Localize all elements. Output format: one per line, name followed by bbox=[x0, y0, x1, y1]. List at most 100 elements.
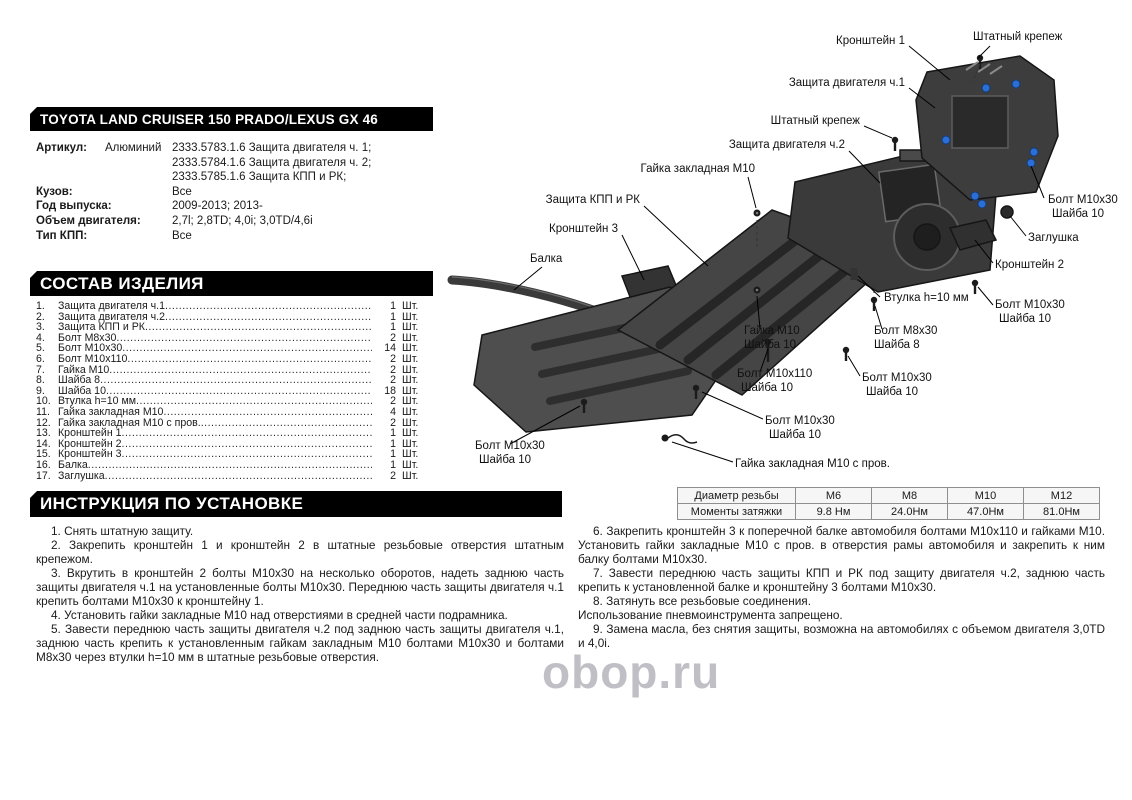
instruction-note: Использование пневмоинструмента запрещен… bbox=[578, 608, 843, 622]
instruction-step: 6. Закрепить кронштейн 3 к поперечной ба… bbox=[578, 524, 1105, 566]
list-item: 10. Втулка h=10 мм 2 Шт. bbox=[36, 396, 432, 407]
instructions-title: ИНСТРУКЦИЯ ПО УСТАНОВКЕ bbox=[40, 494, 304, 513]
dashed-axes bbox=[756, 63, 981, 296]
item-name: Кронштейн 2 bbox=[58, 437, 122, 450]
composition-list: 1. Защита двигателя ч.1 1 Шт. 2. Защита … bbox=[36, 301, 432, 481]
bolt-glyph bbox=[580, 398, 588, 413]
label-bolt-m8x30: Болт М8х30 bbox=[874, 325, 937, 337]
item-unit: Шт. bbox=[402, 416, 419, 429]
body-value: Все bbox=[172, 185, 192, 198]
item-qty: 2 bbox=[390, 352, 396, 365]
label-oem-fastener: Штатный крепеж bbox=[973, 31, 1063, 43]
dotted-leader bbox=[109, 365, 372, 376]
weld-nut-glyph bbox=[753, 209, 761, 217]
articul-label: Артикул: bbox=[36, 142, 88, 154]
item-name: Кронштейн 3 bbox=[58, 448, 122, 461]
label-washer8: Шайба 8 bbox=[874, 339, 920, 351]
torque-header-cell: М12 bbox=[1023, 487, 1100, 504]
item-qty: 2 bbox=[390, 374, 396, 387]
item-number: 8. bbox=[36, 374, 45, 387]
item-unit: Шт. bbox=[402, 363, 419, 376]
instruction-step: 4. Установить гайки закладные М10 над от… bbox=[51, 608, 508, 622]
engine-label: Объем двигателя: bbox=[36, 214, 141, 227]
bolt-glyph bbox=[971, 279, 979, 294]
list-item: 14. Кронштейн 2 1 Шт. bbox=[36, 439, 432, 450]
item-unit: Шт. bbox=[402, 352, 419, 365]
list-item: 15. Кронштейн 3 1 Шт. bbox=[36, 449, 432, 460]
item-number: 7. bbox=[36, 363, 45, 376]
label-washer10: Шайба 10 bbox=[999, 313, 1051, 325]
item-name: Болт М10х110 bbox=[58, 352, 128, 365]
plug-part bbox=[1000, 205, 1014, 219]
dotted-leader bbox=[116, 333, 372, 344]
item-unit: Шт. bbox=[402, 342, 419, 355]
composition-title: СОСТАВ ИЗДЕЛИЯ bbox=[40, 273, 204, 293]
item-name: Балка bbox=[58, 458, 88, 471]
item-number: 11. bbox=[36, 405, 50, 418]
item-name: Заглушка bbox=[58, 469, 105, 482]
instructions-left-column: 1. Снять штатную защиту. 2. Закрепить кр… bbox=[36, 524, 564, 664]
item-unit: Шт. bbox=[402, 395, 419, 408]
item-name: Защита КПП и РК bbox=[58, 321, 145, 334]
item-qty: 2 bbox=[390, 469, 396, 482]
item-name: Шайба 10 bbox=[58, 384, 106, 397]
item-unit: Шт. bbox=[402, 458, 419, 471]
list-item: 5. Болт М10х30 14 Шт. bbox=[36, 343, 432, 354]
item-unit: Шт. bbox=[402, 469, 419, 482]
label-washer10: Шайба 10 bbox=[741, 382, 793, 394]
dotted-leader bbox=[165, 301, 372, 312]
list-item: 4. Болт М8х30 2 Шт. bbox=[36, 333, 432, 344]
item-qty: 2 bbox=[390, 395, 396, 408]
bracket2-part bbox=[948, 219, 998, 251]
item-number: 2. bbox=[36, 310, 45, 323]
gearbox-value: Все bbox=[172, 229, 192, 242]
bushing-glyph bbox=[850, 268, 858, 280]
item-name: Болт М8х30 bbox=[58, 331, 117, 344]
dotted-leader bbox=[201, 418, 372, 429]
item-name: Болт М10х30 bbox=[58, 342, 123, 355]
label-engine-guard1: Защита двигателя ч.1 bbox=[789, 77, 905, 89]
item-unit: Шт. bbox=[402, 300, 419, 312]
item-qty: 18 bbox=[384, 384, 396, 397]
instruction-step: 7. Завести переднюю часть защиты КПП и Р… bbox=[578, 566, 1105, 594]
dotted-leader bbox=[106, 386, 372, 397]
nut-glyph bbox=[753, 286, 761, 294]
label-bracket3: Кронштейн 3 bbox=[549, 223, 618, 235]
list-item: 13. Кронштейн 1 1 Шт. bbox=[36, 428, 432, 439]
dotted-leader bbox=[100, 375, 372, 386]
label-beam: Балка bbox=[530, 253, 563, 265]
item-unit: Шт. bbox=[402, 437, 419, 450]
label-washer10: Шайба 10 bbox=[769, 429, 821, 441]
table-row: Диаметр резьбы М6 М8 М10 М12 bbox=[677, 487, 1100, 504]
list-item: 11. Гайка закладная М10 4 Шт. bbox=[36, 407, 432, 418]
item-name: Кронштейн 1 bbox=[58, 427, 122, 440]
list-item: 3. Защита КПП и РК 1 Шт. bbox=[36, 322, 432, 333]
torque-value-cell: 9.8 Нм bbox=[795, 503, 872, 520]
item-number: 9. bbox=[36, 384, 45, 397]
list-item: 9. Шайба 10 18 Шт. bbox=[36, 386, 432, 397]
item-unit: Шт. bbox=[402, 331, 419, 344]
item-qty: 1 bbox=[390, 300, 396, 312]
list-item: 6. Болт М10х110 2 Шт. bbox=[36, 354, 432, 365]
dotted-leader bbox=[165, 312, 372, 323]
list-item: 8. Шайба 8 2 Шт. bbox=[36, 375, 432, 386]
item-qty: 2 bbox=[390, 416, 396, 429]
item-qty: 2 bbox=[390, 363, 396, 376]
item-name: Защита двигателя ч.2 bbox=[58, 310, 165, 323]
dotted-leader bbox=[122, 439, 372, 450]
bolt-glyph bbox=[692, 384, 700, 399]
label-bushing: Втулка h=10 мм bbox=[884, 292, 969, 304]
label-plug: Заглушка bbox=[1028, 232, 1079, 244]
item-number: 4. bbox=[36, 331, 45, 344]
label-weld-nut-wire: Гайка закладная М10 с пров. bbox=[735, 458, 890, 470]
item-name: Гайка закладная М10 с пров. bbox=[58, 416, 201, 429]
list-item: 12. Гайка закладная М10 с пров. 2 Шт. bbox=[36, 416, 432, 429]
item-number: 17. bbox=[36, 469, 51, 482]
label-gearbox-guard: Защита КПП и РК bbox=[546, 194, 641, 206]
label-bolt-m10x30: Болт М10х30 bbox=[475, 440, 545, 452]
label-bolt-m10x30: Болт М10х30 bbox=[995, 299, 1065, 311]
callout-leaders bbox=[509, 45, 1045, 463]
dotted-leader bbox=[145, 322, 372, 333]
instruction-step: 8. Затянуть все резьбовые соединения. bbox=[593, 594, 811, 608]
